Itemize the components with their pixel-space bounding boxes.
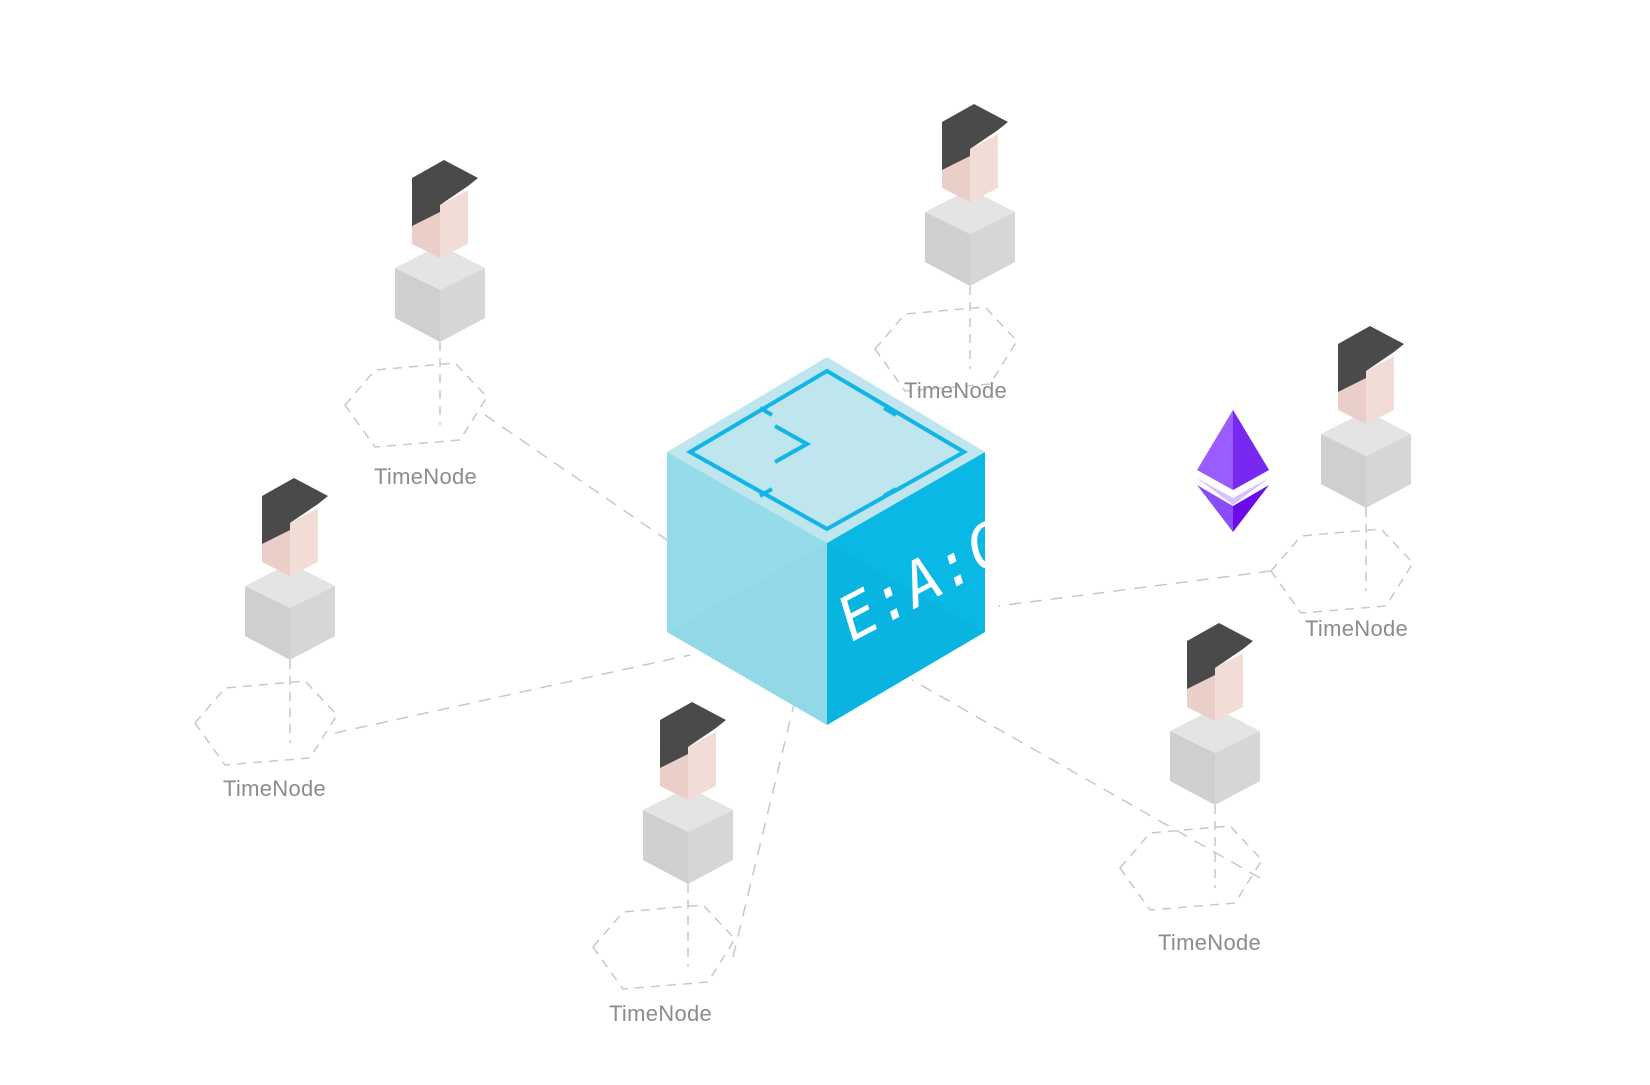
person-icon [643,702,733,884]
person-body-top [1321,411,1411,456]
person-face-front [970,134,998,202]
cube-right-face-shade [827,543,985,725]
connector-line [911,679,1261,879]
timenode-label-bottom-right: TimeNode [1158,930,1262,955]
timenode-figures [245,104,1411,884]
person-body-front [1215,731,1260,805]
person-hair-side [262,496,290,544]
person-face-front [290,508,318,576]
person-body-side [245,586,290,660]
hexagon-base [1270,528,1414,614]
connector-line [334,654,691,734]
person-hair-side [1338,344,1366,392]
hexagon-base [592,904,736,990]
person-body-top [925,189,1015,234]
eac-cube-hub: E:A:C [667,357,1019,725]
hexagon-base [344,362,488,448]
person-body-top [1170,708,1260,753]
timenode-label-top-center: TimeNode [904,378,1008,403]
person-body-side [643,810,688,884]
person-body-front [440,268,485,342]
timenode-label-bottom-center: TimeNode [609,1001,713,1026]
person-face-front [440,190,468,258]
person-body-front [290,586,335,660]
person-body-side [1321,434,1366,508]
person-body-front [1366,434,1411,508]
person-icon [1170,623,1260,805]
person-body-front [970,212,1015,286]
person-hair-side [1187,641,1215,689]
hexagon-base [194,680,338,766]
person-icon [245,478,335,660]
person-hair-side [942,122,970,170]
hexagon-base [1119,825,1263,911]
connector-line [997,570,1272,607]
person-icon [925,104,1015,286]
timenode-label-upper-left: TimeNode [374,464,478,489]
person-body-side [395,268,440,342]
person-body-top [245,563,335,608]
connector-lines [334,414,1272,958]
person-body-top [395,245,485,290]
cube-left-face-shade [667,543,827,725]
ethereum-icon [1197,410,1269,532]
connector-line [484,414,668,541]
person-face-front [688,732,716,800]
person-icon [1321,326,1411,508]
person-hair-side [412,178,440,226]
hexagon-bases [194,286,1414,990]
alarm-clock-icon [685,368,969,532]
person-face-front [1366,356,1394,424]
timenode-label-right: TimeNode [1305,616,1409,641]
person-body-side [1170,731,1215,805]
person-icon [395,160,485,342]
person-face-front [1215,653,1243,721]
person-hair-side [660,720,688,768]
person-body-top [643,787,733,832]
connector-line [732,699,796,958]
person-body-side [925,212,970,286]
person-body-front [688,810,733,884]
hexagon-base [874,306,1018,392]
timenode-label-left: TimeNode [223,776,327,801]
cube-top-face [667,357,985,543]
